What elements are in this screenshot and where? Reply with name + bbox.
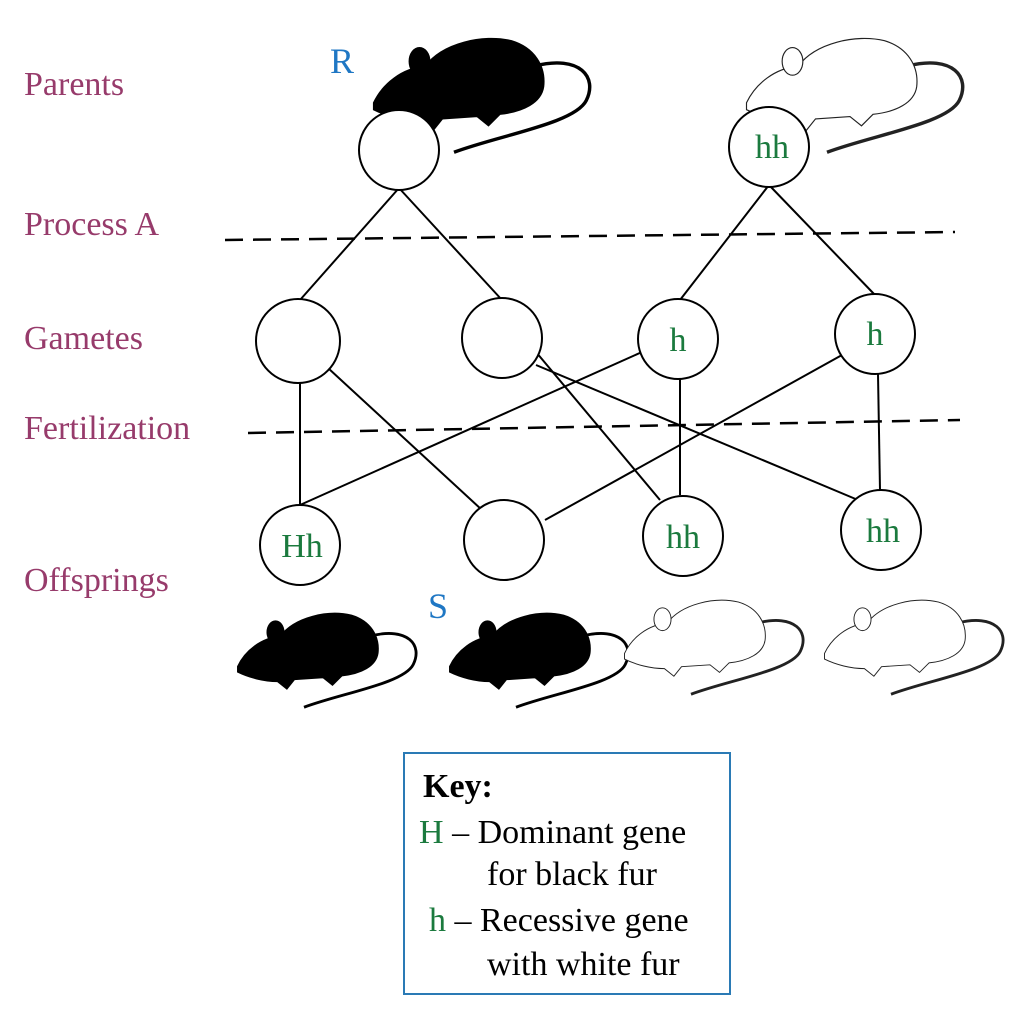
row-label-parents: Parents: [24, 66, 125, 103]
offspring-4-genotype: hh: [866, 513, 900, 550]
offspring-4-circle: [840, 489, 922, 571]
gamete-4-circle: [834, 293, 916, 375]
marker-r: R: [330, 41, 355, 81]
fertilization-dashed-line: [247, 418, 961, 435]
parent-right-circle: [728, 106, 810, 188]
fertilization-lines: [299, 351, 881, 521]
process-a-dashed-line: [224, 230, 956, 242]
key-dominant-letter: H: [419, 814, 444, 851]
meiosis-lines: [299, 184, 876, 301]
gamete-1-circle: [255, 298, 341, 384]
key-box: Key: H – Dominant gene for black fur h –…: [403, 752, 731, 995]
key-recessive-letter: h: [429, 902, 446, 939]
offspring-1-circle: [259, 504, 341, 586]
key-title: Key:: [423, 768, 493, 805]
key-recessive-text-2: with white fur: [487, 946, 680, 983]
gamete-4-genotype: h: [867, 316, 884, 353]
key-dominant-text-2: for black fur: [487, 856, 657, 893]
gamete-2-circle: [461, 297, 543, 379]
parent-left-circle: [358, 109, 440, 191]
row-label-fertilization: Fertilization: [24, 410, 191, 447]
parent-right-genotype: hh: [755, 129, 789, 166]
offspring-3-genotype: hh: [666, 519, 700, 556]
offspring-3-circle: [642, 495, 724, 577]
gamete-3-circle: [637, 298, 719, 380]
offspring-2-circle: [463, 499, 545, 581]
gamete-3-genotype: h: [670, 322, 687, 359]
black-mouse-icon: [236, 611, 418, 709]
row-label-gametes: Gametes: [24, 320, 143, 357]
key-dominant-text-1: – Dominant gene: [452, 814, 687, 851]
key-dominant-line: H – Dominant gene: [419, 814, 686, 852]
row-label-process-a: Process A: [24, 206, 160, 243]
offspring-1-genotype: Hh: [281, 528, 323, 565]
row-label-offsprings: Offsprings: [24, 562, 169, 599]
white-mouse-icon: [623, 598, 805, 696]
black-mouse-icon: [448, 611, 630, 709]
key-recessive-line: h – Recessive gene: [429, 902, 689, 940]
key-recessive-text-1: – Recessive gene: [454, 902, 689, 939]
marker-s: S: [428, 586, 449, 626]
white-mouse-icon: [823, 598, 1005, 696]
